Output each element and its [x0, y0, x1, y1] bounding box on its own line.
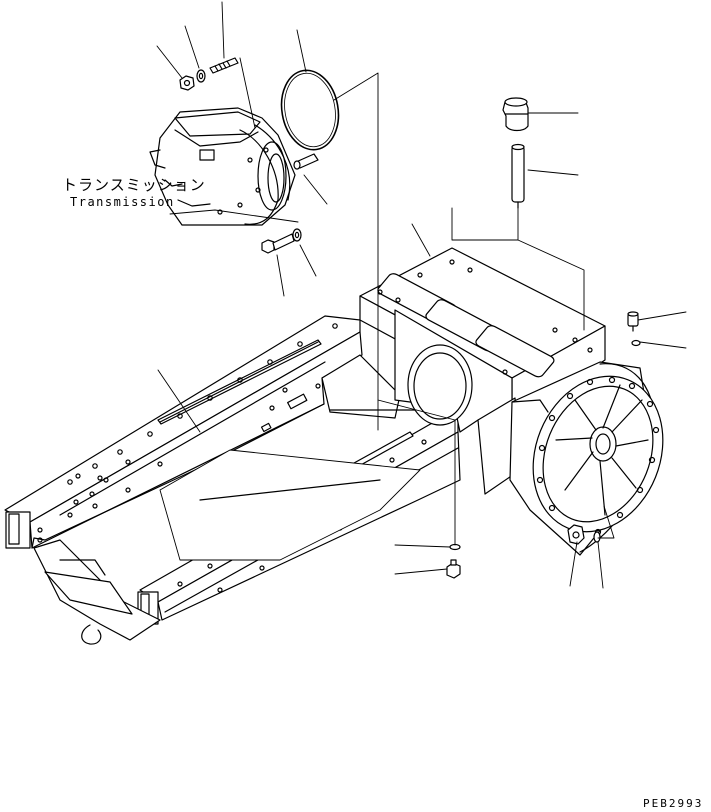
o-ring — [275, 66, 344, 155]
small-o-ring-right — [632, 341, 640, 346]
washer-top — [197, 70, 205, 82]
mount-cap — [503, 98, 528, 131]
cap-bolt-right — [628, 312, 638, 331]
mount-bolt — [262, 234, 294, 253]
drain-plug — [447, 560, 460, 578]
lower-pin — [594, 532, 600, 542]
left-rail-bolt-holes — [38, 324, 337, 542]
leader-lines — [157, 2, 686, 588]
figure-code: PEB2993 — [643, 797, 704, 810]
bottom-web — [160, 450, 420, 560]
case-circular-opening — [408, 345, 472, 425]
hex-nut-top — [180, 76, 194, 90]
main-frame — [5, 248, 685, 644]
transmission-label-jp: トランスミッション — [62, 176, 206, 194]
sleeve — [512, 145, 524, 209]
case-bolt-holes — [378, 260, 592, 374]
washer-mount — [293, 229, 301, 241]
case-top-access-openings — [376, 272, 556, 378]
lower-nut — [568, 525, 584, 544]
transmission-label-en: Transmission — [70, 195, 175, 209]
dowel-pin — [294, 154, 318, 169]
stud-bolt — [210, 58, 238, 73]
final-drive-housing — [510, 357, 685, 555]
tow-hook — [82, 625, 101, 644]
